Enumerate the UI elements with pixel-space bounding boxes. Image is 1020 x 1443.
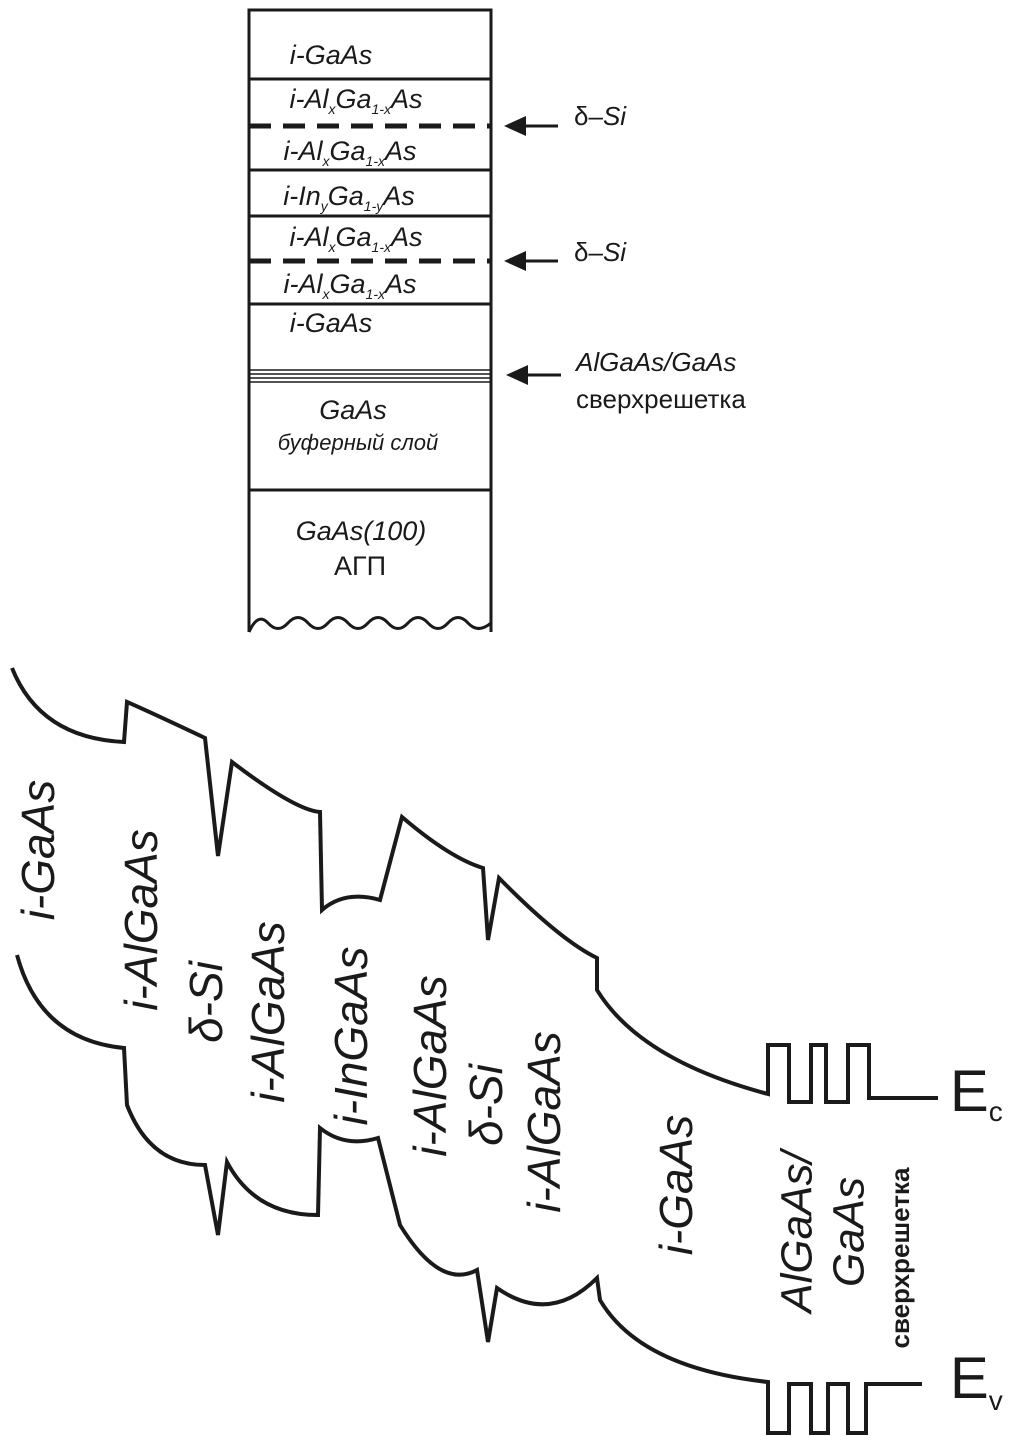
superlattice-lines	[249, 369, 491, 383]
conduction-band-edge	[10, 667, 938, 1104]
layer-label-buffer-gaas: GaAs	[319, 395, 387, 425]
annotation-delta-si-lower: δ–Si	[574, 237, 627, 267]
arrow-head-icon	[504, 251, 526, 271]
annotation-arrows	[504, 116, 561, 385]
valence-band-edge	[15, 954, 922, 1435]
band-label-superlattice-caption: сверхрешетка	[885, 1167, 915, 1348]
substrate-wavy-edge	[247, 616, 492, 633]
band-label-spacer-2: i-AlGaAs	[404, 975, 456, 1156]
layer-label-algaas-4: i-AlxGa1-xAs	[284, 269, 417, 302]
conduction-band-label: Ec	[950, 1059, 1003, 1127]
band-diagram	[10, 667, 938, 1435]
band-label-buffer-gaas: i-GaAs	[650, 1115, 702, 1256]
band-label-barrier-1: i-AlGaAs	[115, 829, 167, 1010]
layer-label-substrate-caption: АГП	[334, 551, 386, 581]
layer-stack	[247, 8, 493, 633]
annotation-delta-si-upper: δ–Si	[574, 101, 627, 131]
layer-label-buffer-caption: буферный слой	[278, 430, 439, 455]
band-label-well-ingaas: i-InGaAs	[325, 947, 377, 1126]
band-label-delta-si-2: δ-Si	[460, 1062, 512, 1146]
band-edge-labels: Ec Ev	[950, 1059, 1003, 1416]
band-label-spacer-1: i-AlGaAs	[242, 921, 294, 1102]
layer-labels: i-GaAs i-AlxGa1-xAs i-AlxGa1-xAs i-InyGa…	[278, 40, 439, 581]
layer-label-gaas: i-GaAs	[290, 308, 373, 338]
arrow-head-icon	[506, 365, 528, 385]
valence-band-label: Ev	[950, 1346, 1003, 1416]
band-region-labels: i-GaAs i-AlGaAs δ-Si i-AlGaAs i-InGaAs i…	[12, 780, 915, 1349]
band-label-cap-gaas: i-GaAs	[12, 780, 64, 921]
band-label-barrier-2: i-AlGaAs	[518, 1031, 570, 1212]
stack-outline	[247, 8, 493, 632]
layer-label-algaas-3: i-AlxGa1-xAs	[290, 222, 423, 255]
band-label-superlattice-line2: GaAs	[825, 1177, 874, 1287]
annotation-labels: δ–Si δ–Si AlGaAs/GaAs сверхрешетка	[574, 101, 746, 414]
band-label-superlattice-line1: AlGaAs/	[773, 1148, 822, 1316]
layer-label-ingaas: i-InyGa1-yAs	[283, 181, 415, 214]
annotation-superlattice-formula: AlGaAs/GaAs	[574, 347, 736, 377]
layer-label-algaas-2: i-AlxGa1-xAs	[284, 136, 417, 169]
arrow-head-icon	[504, 116, 526, 136]
band-label-delta-si-1: δ-Si	[180, 959, 232, 1043]
annotation-superlattice-caption: сверхрешетка	[576, 384, 746, 414]
layer-label-algaas-1: i-AlxGa1-xAs	[290, 84, 423, 117]
layer-label-cap-gaas: i-GaAs	[290, 40, 373, 70]
layer-label-substrate: GaAs(100)	[296, 516, 427, 546]
